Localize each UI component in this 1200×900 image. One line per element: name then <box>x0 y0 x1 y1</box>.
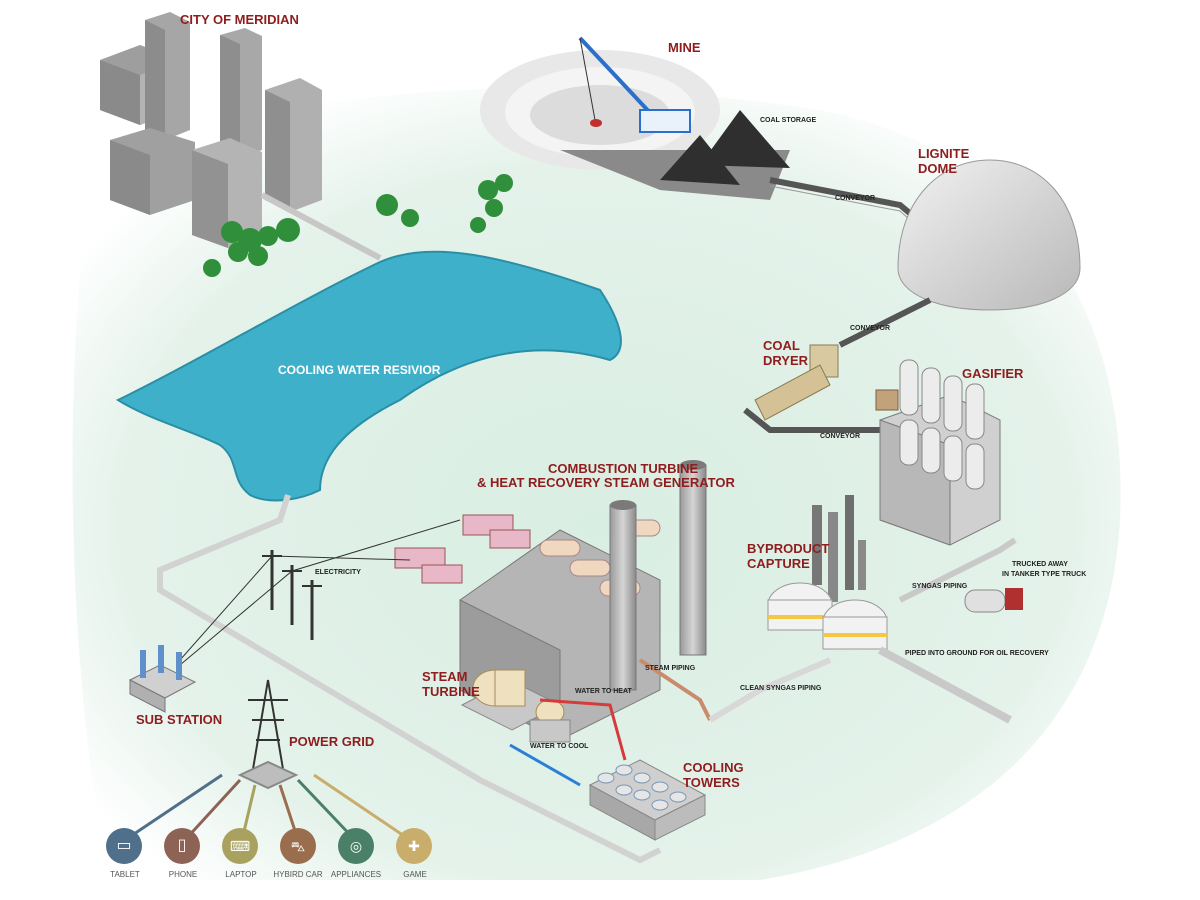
byproduct-capture <box>767 495 888 650</box>
sub-station-label: SUB STATION <box>136 712 222 727</box>
steam-turbine <box>460 669 571 743</box>
coal-dryer-label-2: DRYER <box>763 353 809 368</box>
clean-syngas-pipe <box>708 657 832 723</box>
device-tablet[interactable]: ▭ <box>106 828 142 864</box>
device-label-car: HYBIRD CAR <box>273 870 323 879</box>
device-row: ▭ TABLET ▯ PHONE ⌨ LAPTOP ⛍ HYBIRD CAR ◎… <box>100 828 460 888</box>
cooling-towers-label-2: TOWERS <box>683 775 740 790</box>
water-to-heat-label: WATER TO HEAT <box>575 688 633 695</box>
device-label-game: GAME <box>403 870 427 879</box>
cooling-towers-label-1: COOLING <box>683 760 744 775</box>
trees <box>203 174 513 277</box>
city-buildings <box>100 12 322 248</box>
device-label-laptop: LAPTOP <box>225 870 257 879</box>
conveyor-dome-dryer <box>838 297 932 348</box>
tablet-icon: ▭ <box>116 837 132 854</box>
water-to-cool-arrow <box>509 743 581 787</box>
reservoir-label: COOLING WATER RESIVIOR <box>278 363 441 377</box>
device-game[interactable]: ✚ <box>396 828 432 864</box>
gamepad-icon: ✚ <box>408 838 420 854</box>
power-grid-label: POWER GRID <box>289 734 374 749</box>
ground-injection-pipe <box>878 646 1012 724</box>
electricity-label: ELECTRICITY <box>315 569 361 576</box>
dragline-excavator <box>578 36 691 133</box>
steam-piping-label: STEAM PIPING <box>645 665 696 672</box>
clean-syngas-label: CLEAN SYNGAS PIPING <box>740 685 822 692</box>
coal-storage-label: COAL STORAGE <box>760 117 816 124</box>
byproduct-label-2: CAPTURE <box>747 556 810 571</box>
trucked-label-2: IN TANKER TYPE TRUCK <box>1002 571 1086 578</box>
conveyor-label-1: CONVEYOR <box>835 195 875 202</box>
combustion-label-2: & HEAT RECOVERY STEAM GENERATOR <box>477 475 735 490</box>
device-label-tablet: TABLET <box>110 870 140 879</box>
byproduct-label-1: BYPRODUCT <box>747 541 829 556</box>
device-hybrid-car[interactable]: ⛍ <box>280 828 316 864</box>
conveyor-dryer-gasifier <box>743 407 880 433</box>
tanker-truck <box>964 588 1023 613</box>
trucked-label-1: TRUCKED AWAY <box>1012 561 1068 568</box>
mine-label: MINE <box>668 40 701 55</box>
reservoir-water-pipe <box>157 494 662 864</box>
device-label-appliances: APPLIANCES <box>330 870 382 879</box>
coal-dryer <box>754 344 839 421</box>
city-water-pipe <box>260 192 382 261</box>
power-grid-tower <box>237 679 299 790</box>
steam-turbine-label-1: STEAM <box>422 669 468 684</box>
syngas-pipe <box>898 537 1017 603</box>
lignite-dome <box>897 159 1081 311</box>
cooling-towers <box>588 759 707 841</box>
steam-pipe <box>638 658 712 721</box>
sub-station <box>128 645 197 713</box>
conveyor-label-2: CONVEYOR <box>850 325 890 332</box>
lignite-dome-label-2: DOME <box>918 161 957 176</box>
combustion-label-1: COMBUSTION TURBINE <box>548 461 699 476</box>
syngas-piping-label: SYNGAS PIPING <box>912 583 968 590</box>
steam-turbine-label-2: TURBINE <box>422 684 480 699</box>
lignite-dome-label-1: LIGNITE <box>918 146 970 161</box>
device-label-phone: PHONE <box>168 870 198 879</box>
car-icon: ⛍ <box>290 838 306 854</box>
conveyor-label-3: CONVEYOR <box>820 433 860 440</box>
coal-piles <box>660 110 790 185</box>
laptop-icon: ⌨ <box>229 838 251 854</box>
electricity-poles <box>179 519 461 666</box>
gasifier-label: GASIFIER <box>962 366 1024 381</box>
piped-ground-label: PIPED INTO GROUND FOR OIL RECOVERY <box>905 650 1049 657</box>
city-label: CITY OF MERIDIAN <box>180 12 299 27</box>
gasifier <box>875 359 1001 546</box>
washer-icon: ◎ <box>349 838 363 854</box>
water-to-cool-label: WATER TO COOL <box>530 743 589 750</box>
coal-dryer-label-1: COAL <box>763 338 800 353</box>
water-to-heat-arrow <box>539 698 627 761</box>
phone-icon: ▯ <box>177 837 187 854</box>
device-phone[interactable]: ▯ <box>164 828 200 864</box>
cooling-water-reservoir <box>115 250 622 502</box>
device-appliances[interactable]: ◎ <box>338 828 374 864</box>
device-laptop[interactable]: ⌨ <box>222 828 258 864</box>
